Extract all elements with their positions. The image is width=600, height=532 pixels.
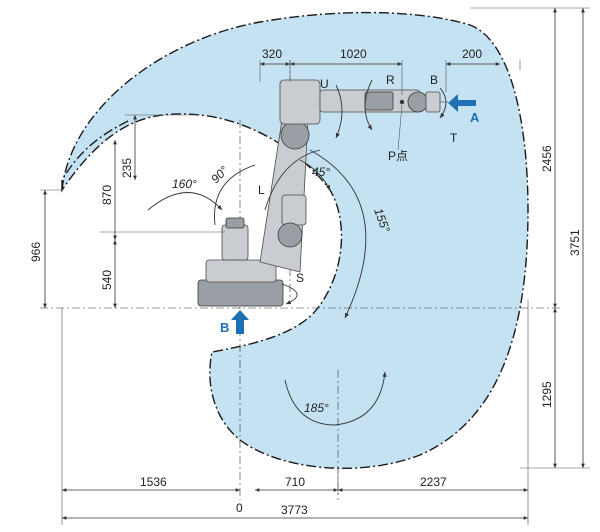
rotation-arc-185 bbox=[284, 371, 387, 426]
rotation-arc-r bbox=[364, 79, 373, 131]
dim-966: 966 bbox=[29, 242, 43, 262]
lower-joint bbox=[277, 222, 303, 248]
rotation-arc-s bbox=[281, 283, 298, 305]
rotation-arc-t bbox=[439, 87, 447, 119]
dim-3773: 3773 bbox=[281, 503, 308, 517]
joint-u: U bbox=[320, 77, 329, 91]
dim-2456: 2456 bbox=[540, 145, 554, 172]
r-axis-section bbox=[364, 91, 394, 111]
s-axis-motor bbox=[221, 224, 249, 261]
rotation-arc-u bbox=[335, 84, 343, 139]
dim-870: 870 bbox=[100, 185, 114, 205]
dim-1020: 1020 bbox=[340, 47, 367, 61]
arrow-b-icon bbox=[231, 310, 249, 334]
wrist-flange bbox=[425, 91, 441, 113]
rotation-arc-160 bbox=[147, 192, 223, 211]
l-axis-joint bbox=[280, 120, 310, 150]
p-point-marker bbox=[399, 99, 405, 105]
joint-s: S bbox=[296, 271, 304, 285]
p-point-leader bbox=[397, 104, 403, 151]
marker-b: B bbox=[220, 320, 229, 335]
joint-l: L bbox=[258, 183, 265, 197]
rotation-arc-l bbox=[264, 149, 321, 211]
p-point-label: P点 bbox=[388, 149, 408, 163]
arrow-a-icon bbox=[448, 94, 476, 112]
marker-a: A bbox=[470, 110, 480, 125]
dim-710: 710 bbox=[285, 475, 305, 489]
angle-185: 185° bbox=[304, 401, 329, 415]
angle-90: 90° bbox=[208, 163, 231, 186]
upper-arm-housing bbox=[279, 79, 321, 125]
dim-235: 235 bbox=[120, 158, 134, 178]
dim-1536: 1536 bbox=[140, 475, 167, 489]
robot-base bbox=[197, 279, 284, 307]
dim-0: 0 bbox=[236, 501, 243, 515]
angle-45: 45° bbox=[312, 165, 330, 179]
work-envelope-area bbox=[61, 11, 529, 469]
dim-3751: 3751 bbox=[568, 229, 582, 256]
joint-t: T bbox=[450, 131, 458, 145]
rotation-arc-90 bbox=[214, 164, 256, 226]
wrist-b-axis bbox=[407, 91, 429, 113]
motor-cap bbox=[225, 217, 245, 229]
dim-1295: 1295 bbox=[540, 381, 554, 408]
joint-r: R bbox=[386, 73, 395, 87]
robot-arm bbox=[197, 79, 441, 307]
dim-320: 320 bbox=[262, 47, 282, 61]
joint-b: B bbox=[430, 73, 438, 87]
envelope-left-edge bbox=[61, 119, 131, 190]
dim-2237: 2237 bbox=[420, 475, 447, 489]
rotation-arc-155 bbox=[309, 149, 367, 319]
l-axis-motor bbox=[281, 194, 307, 226]
rotation-arc-45 bbox=[299, 159, 331, 191]
dim-540: 540 bbox=[100, 270, 114, 290]
angle-160: 160° bbox=[172, 177, 197, 191]
dim-200: 200 bbox=[462, 47, 482, 61]
